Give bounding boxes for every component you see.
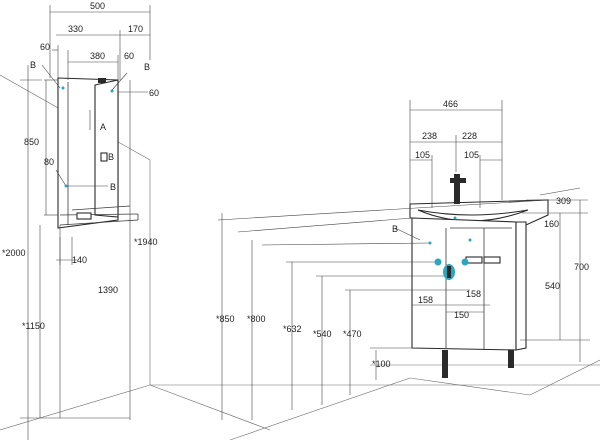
- vanity-dimensions: [217, 100, 590, 420]
- mirror-height-1940-label: *1940: [134, 237, 158, 247]
- mirror-b-mid-label: B: [108, 152, 114, 162]
- vanity-seg-158-right-label: 158: [466, 289, 481, 299]
- vanity-height-800-label: *800: [247, 314, 266, 324]
- vanity-depth-309-label: 309: [556, 196, 571, 206]
- vanity-seg-238-label: 238: [422, 131, 437, 141]
- mirror-height-850-label: 850: [24, 137, 39, 147]
- mirror-seg-380-label: 380: [90, 51, 105, 61]
- mirror-height-1390-label: 1390: [98, 285, 118, 295]
- mirror-seg-170-label: 170: [128, 24, 143, 34]
- mirror-height-2000-label: *2000: [2, 248, 26, 258]
- mirror-depth-140-label: 140: [72, 255, 87, 265]
- mirror-seg-330-label: 330: [68, 24, 83, 34]
- mirror-seg-60-label: 60: [124, 51, 134, 61]
- vanity-seg-158-left-label: 158: [418, 295, 433, 305]
- vanity-b-label: B: [392, 224, 398, 234]
- mirror-a-label: A: [100, 122, 106, 132]
- vanity-cabinet: [409, 174, 549, 378]
- vanity-height-632-label: *632: [283, 324, 302, 334]
- mirror-height-1150-label: *1150: [22, 321, 45, 331]
- vanity-seg-150-label: 150: [454, 310, 469, 320]
- mirror-b-low-label: B: [110, 182, 116, 192]
- vanity-leg-100-label: *100: [372, 359, 391, 369]
- mirror-seg-60-side-label: 60: [149, 88, 159, 98]
- vanity-seg-160-label: 160: [544, 219, 559, 229]
- vanity-seg-105-left-label: 105: [415, 150, 430, 160]
- mirror-depth-60-label: 60: [40, 42, 50, 52]
- mirror-width-label: 500: [90, 1, 105, 11]
- vanity-height-850-label: *850: [216, 314, 235, 324]
- mirror-dimensions: [20, 5, 151, 440]
- room-lines: [0, 74, 600, 440]
- mirror-b-left-label: B: [30, 60, 36, 70]
- vanity-width-466-label: 466: [443, 99, 458, 109]
- vanity-height-540-right-label: 540: [545, 281, 560, 291]
- vanity-height-540-label: *540: [313, 329, 332, 339]
- mirror-shelf-80-label: 80: [44, 157, 54, 167]
- vanity-seg-105-right-label: 105: [464, 150, 479, 160]
- vanity-height-470-label: *470: [343, 329, 362, 339]
- vanity-height-700-label: 700: [574, 262, 589, 272]
- vanity-seg-228-label: 228: [462, 131, 477, 141]
- mirror-cabinet: [57, 77, 139, 229]
- mirror-b-right-label: B: [144, 62, 150, 72]
